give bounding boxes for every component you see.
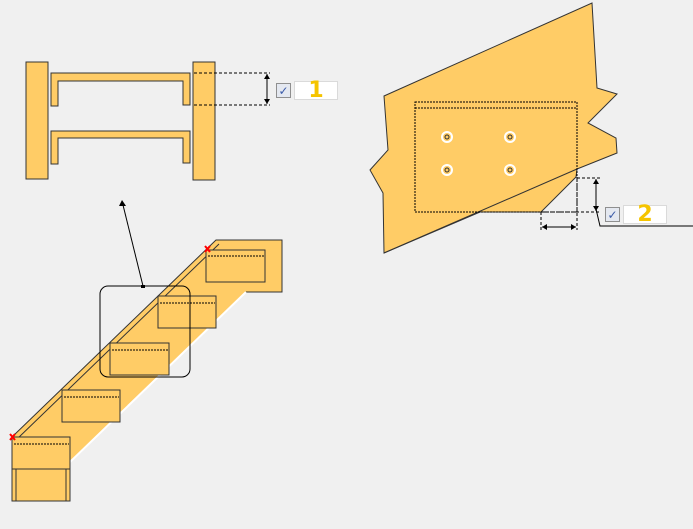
tread xyxy=(157,295,217,329)
lower-channel-beam xyxy=(50,130,191,165)
field-2-label[interactable]: 2 xyxy=(623,204,667,226)
arrowhead-icon xyxy=(119,200,126,206)
red-x-marker-icon xyxy=(9,245,211,441)
connection-plate-outline xyxy=(414,101,578,213)
bolts xyxy=(441,131,516,176)
plate-edge xyxy=(383,168,578,254)
stringer-edge xyxy=(15,243,220,441)
checkbox-2[interactable]: ✓ xyxy=(605,207,620,222)
tread-dashed-lines xyxy=(14,255,264,445)
left-column xyxy=(25,61,49,180)
check-icon: ✓ xyxy=(607,207,618,222)
bottom-block xyxy=(15,468,67,502)
right-column xyxy=(192,61,216,181)
upper-channel-beam xyxy=(50,72,191,107)
callout-leader xyxy=(122,204,144,287)
tread xyxy=(109,342,170,376)
field-1-label[interactable]: 1 xyxy=(294,80,338,102)
checkbox-1[interactable]: ✓ xyxy=(276,83,291,98)
tread xyxy=(205,249,266,283)
treads xyxy=(11,249,266,502)
plate-detail-view xyxy=(369,2,693,254)
dimension-field-2: ✓ 2 xyxy=(605,204,667,226)
check-icon: ✓ xyxy=(278,83,289,98)
tread xyxy=(61,389,121,423)
stair-view xyxy=(9,200,283,502)
leader-handle[interactable] xyxy=(141,285,145,288)
chamfer-dimensions xyxy=(540,177,693,230)
gusset-plate xyxy=(369,2,618,254)
tread xyxy=(11,436,71,470)
dimension-field-1: ✓ 1 xyxy=(276,80,338,102)
top-view-columns-and-beams xyxy=(25,61,270,181)
